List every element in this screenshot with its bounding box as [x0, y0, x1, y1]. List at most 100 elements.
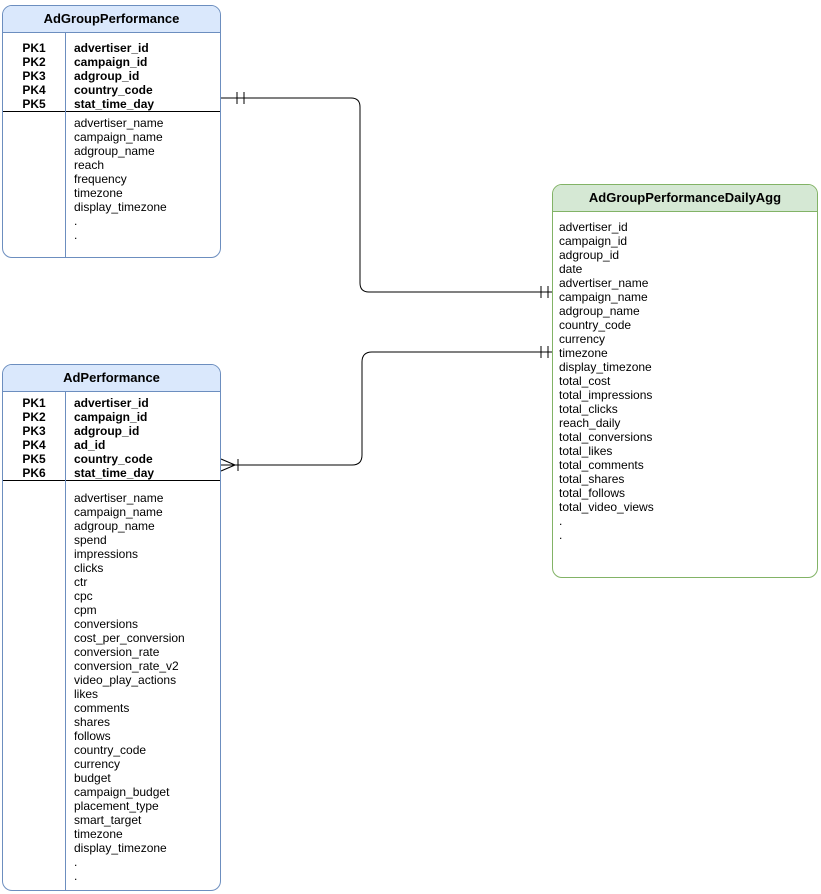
field-name: reach [74, 158, 105, 172]
table-row[interactable]: placement_type [3, 799, 220, 813]
table-row[interactable]: total_shares [553, 472, 817, 486]
table-row[interactable]: advertiser_name [3, 116, 220, 130]
table-row[interactable]: currency [3, 757, 220, 771]
table-row[interactable]: currency [553, 332, 817, 346]
field-name: budget [74, 771, 111, 785]
table-row[interactable]: timezone [553, 346, 817, 360]
table-row[interactable]: advertiser_name [553, 276, 817, 290]
pk-label-empty [3, 743, 65, 757]
table-row[interactable]: conversions [3, 617, 220, 631]
table-row[interactable]: adgroup_name [3, 144, 220, 158]
pk-field-name: stat_time_day [74, 466, 155, 480]
table-row[interactable]: advertiser_id [553, 220, 817, 234]
connector-line[interactable] [221, 97, 552, 293]
table-row[interactable]: total_conversions [553, 430, 817, 444]
table-row[interactable]: cpc [3, 589, 220, 603]
table-row[interactable]: date [553, 262, 817, 276]
table-row[interactable]: country_code [3, 743, 220, 757]
field-name: . [74, 228, 78, 242]
table-row[interactable]: conversion_rate_v2 [3, 659, 220, 673]
table-row[interactable]: ctr [3, 575, 220, 589]
table-row[interactable]: adgroup_name [3, 519, 220, 533]
field-name: cpc [74, 589, 93, 603]
field-name: campaign_name [559, 290, 648, 304]
table-row[interactable]: display_timezone [3, 841, 220, 855]
pk-label-empty [3, 799, 65, 813]
table-row[interactable]: timezone [3, 827, 220, 841]
table-row[interactable]: . [3, 869, 220, 883]
pk-field-name: ad_id [74, 438, 106, 452]
table-row[interactable]: impressions [3, 547, 220, 561]
pk-label-empty [3, 827, 65, 841]
table-row[interactable]: smart_target [3, 813, 220, 827]
table-row[interactable]: total_cost [553, 374, 817, 388]
table-row[interactable]: . [3, 214, 220, 228]
pk-label-empty [3, 144, 65, 158]
connector-adperformance-to-dailyagg[interactable] [220, 346, 552, 472]
table-row[interactable]: clicks [3, 561, 220, 575]
table-row[interactable]: video_play_actions [3, 673, 220, 687]
table-row[interactable]: cost_per_conversion [3, 631, 220, 645]
table-row[interactable]: conversion_rate [3, 645, 220, 659]
pk-label: PK3 [22, 69, 46, 83]
table-row[interactable]: campaign_name [553, 290, 817, 304]
entity-adgroup-performance-daily-agg[interactable]: AdGroupPerformanceDailyAgg advertiser_id… [552, 184, 818, 578]
table-row[interactable]: cpm [3, 603, 220, 617]
table-row[interactable]: PK6 stat_time_day [3, 466, 220, 480]
table-row[interactable]: . [3, 855, 220, 869]
table-row[interactable]: shares [3, 715, 220, 729]
table-row[interactable]: display_timezone [553, 360, 817, 374]
table-row[interactable]: total_follows [553, 486, 817, 500]
table-row[interactable]: total_impressions [553, 388, 817, 402]
table-row[interactable]: adgroup_id [553, 248, 817, 262]
table-row[interactable]: campaign_name [3, 505, 220, 519]
table-row[interactable]: total_comments [553, 458, 817, 472]
connector-line[interactable] [221, 351, 552, 466]
exactly-one-marker [540, 346, 549, 358]
table-row[interactable]: country_code [553, 318, 817, 332]
table-row[interactable]: follows [3, 729, 220, 743]
table-row[interactable]: timezone [3, 186, 220, 200]
table-row[interactable]: . [553, 528, 817, 542]
field-name: conversion_rate_v2 [74, 659, 179, 673]
table-row[interactable]: total_likes [553, 444, 817, 458]
table-row[interactable]: campaign_id [553, 234, 817, 248]
field-name: total_comments [559, 458, 644, 472]
table-row[interactable]: total_clicks [553, 402, 817, 416]
table-row[interactable]: campaign_budget [3, 785, 220, 799]
pk-label-empty [3, 603, 65, 617]
pk-label-empty [3, 785, 65, 799]
table-row[interactable]: comments [3, 701, 220, 715]
pk-field-name: campaign_id [74, 410, 148, 424]
table-row[interactable]: adgroup_name [553, 304, 817, 318]
table-row[interactable]: spend [3, 533, 220, 547]
table-row[interactable]: likes [3, 687, 220, 701]
table-row[interactable]: display_timezone [3, 200, 220, 214]
table-row[interactable]: reach [3, 158, 220, 172]
table-row[interactable]: campaign_name [3, 130, 220, 144]
table-row[interactable]: frequency [3, 172, 220, 186]
table-row[interactable]: reach_daily [553, 416, 817, 430]
field-name: shares [74, 715, 111, 729]
table-row[interactable]: budget [3, 771, 220, 785]
table-row[interactable]: advertiser_name [3, 491, 220, 505]
table-row[interactable]: . [3, 228, 220, 242]
connector-adgroupperformance-to-dailyagg[interactable] [221, 92, 552, 298]
table-row[interactable]: . [553, 514, 817, 528]
pk-label: PK6 [22, 466, 46, 480]
table-row[interactable]: total_video_views [553, 500, 817, 514]
